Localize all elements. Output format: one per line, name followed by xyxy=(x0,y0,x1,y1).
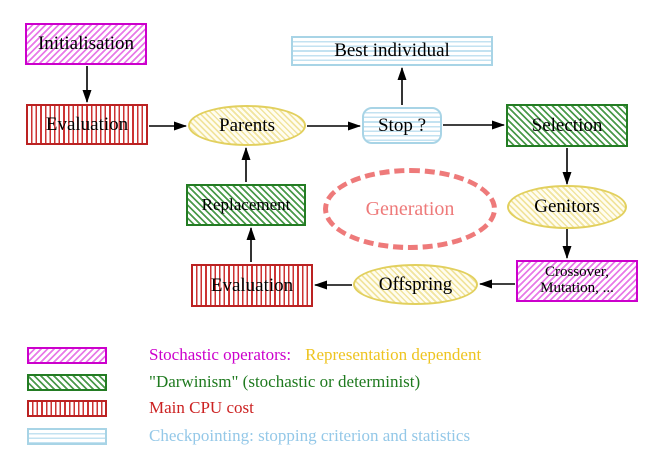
node-selection: Selection xyxy=(506,104,628,147)
legend-swatch-cyan-horizontal-stripes xyxy=(27,427,107,445)
legend-row-stochastic-operators: Stochastic operators: Representation depe… xyxy=(27,345,481,365)
node-evaluation-top: Evaluation xyxy=(26,104,148,145)
legend-row-checkpointing: Checkpointing: stopping criterion and st… xyxy=(27,426,470,446)
legend-row-darwinism: "Darwinism" (stochastic or determinist) xyxy=(27,372,420,392)
node-crossover-mutation-label: Crossover, Mutation, ... xyxy=(540,264,614,297)
legend-swatch-magenta-diagonal-hatch xyxy=(27,346,107,364)
node-evaluation-bottom-label: Evaluation xyxy=(210,274,294,296)
node-stop: Stop ? xyxy=(362,107,442,144)
node-best-individual-label: Best individual xyxy=(334,40,450,62)
legend-swatch-green-diagonal-hatch xyxy=(27,373,107,391)
node-genitors: Genitors xyxy=(507,185,627,229)
node-parents-label: Parents xyxy=(219,114,275,136)
node-genitors-label: Genitors xyxy=(534,196,600,218)
node-evaluation-bottom: Evaluation xyxy=(191,264,313,307)
node-replacement: Replacement xyxy=(186,184,306,226)
node-initialisation-label: Initialisation xyxy=(37,33,135,55)
node-initialisation: Initialisation xyxy=(25,23,147,65)
node-stop-label: Stop ? xyxy=(377,114,427,136)
node-best-individual: Best individual xyxy=(291,36,493,66)
node-replacement-label: Replacement xyxy=(201,195,291,215)
legend-label-representation-dependent: Representation dependent xyxy=(305,345,482,364)
legend-label-stochastic-operators: Stochastic operators: xyxy=(149,345,292,364)
node-evaluation-top-label: Evaluation xyxy=(45,113,129,135)
node-generation-label: Generation xyxy=(365,197,455,220)
crossover-line1: Crossover, xyxy=(545,264,609,281)
node-offspring-label: Offspring xyxy=(378,273,453,295)
crossover-line2: Mutation, ... xyxy=(540,280,614,296)
node-parents: Parents xyxy=(188,105,306,146)
node-offspring: Offspring xyxy=(353,264,478,305)
legend-swatch-red-vertical-stripes xyxy=(27,399,107,417)
legend-label-checkpointing: Checkpointing: stopping criterion and st… xyxy=(149,426,471,445)
legend-row-main-cpu-cost: Main CPU cost xyxy=(27,398,254,418)
legend-label-darwinism: "Darwinism" (stochastic or determinist) xyxy=(149,372,421,391)
node-crossover-mutation: Crossover, Mutation, ... xyxy=(516,260,638,302)
node-generation-cycle: Generation xyxy=(323,168,497,250)
legend-text-stochastic-operators: Stochastic operators: Representation depe… xyxy=(149,345,481,365)
node-selection-label: Selection xyxy=(531,114,603,136)
legend-label-main-cpu-cost: Main CPU cost xyxy=(149,398,254,417)
